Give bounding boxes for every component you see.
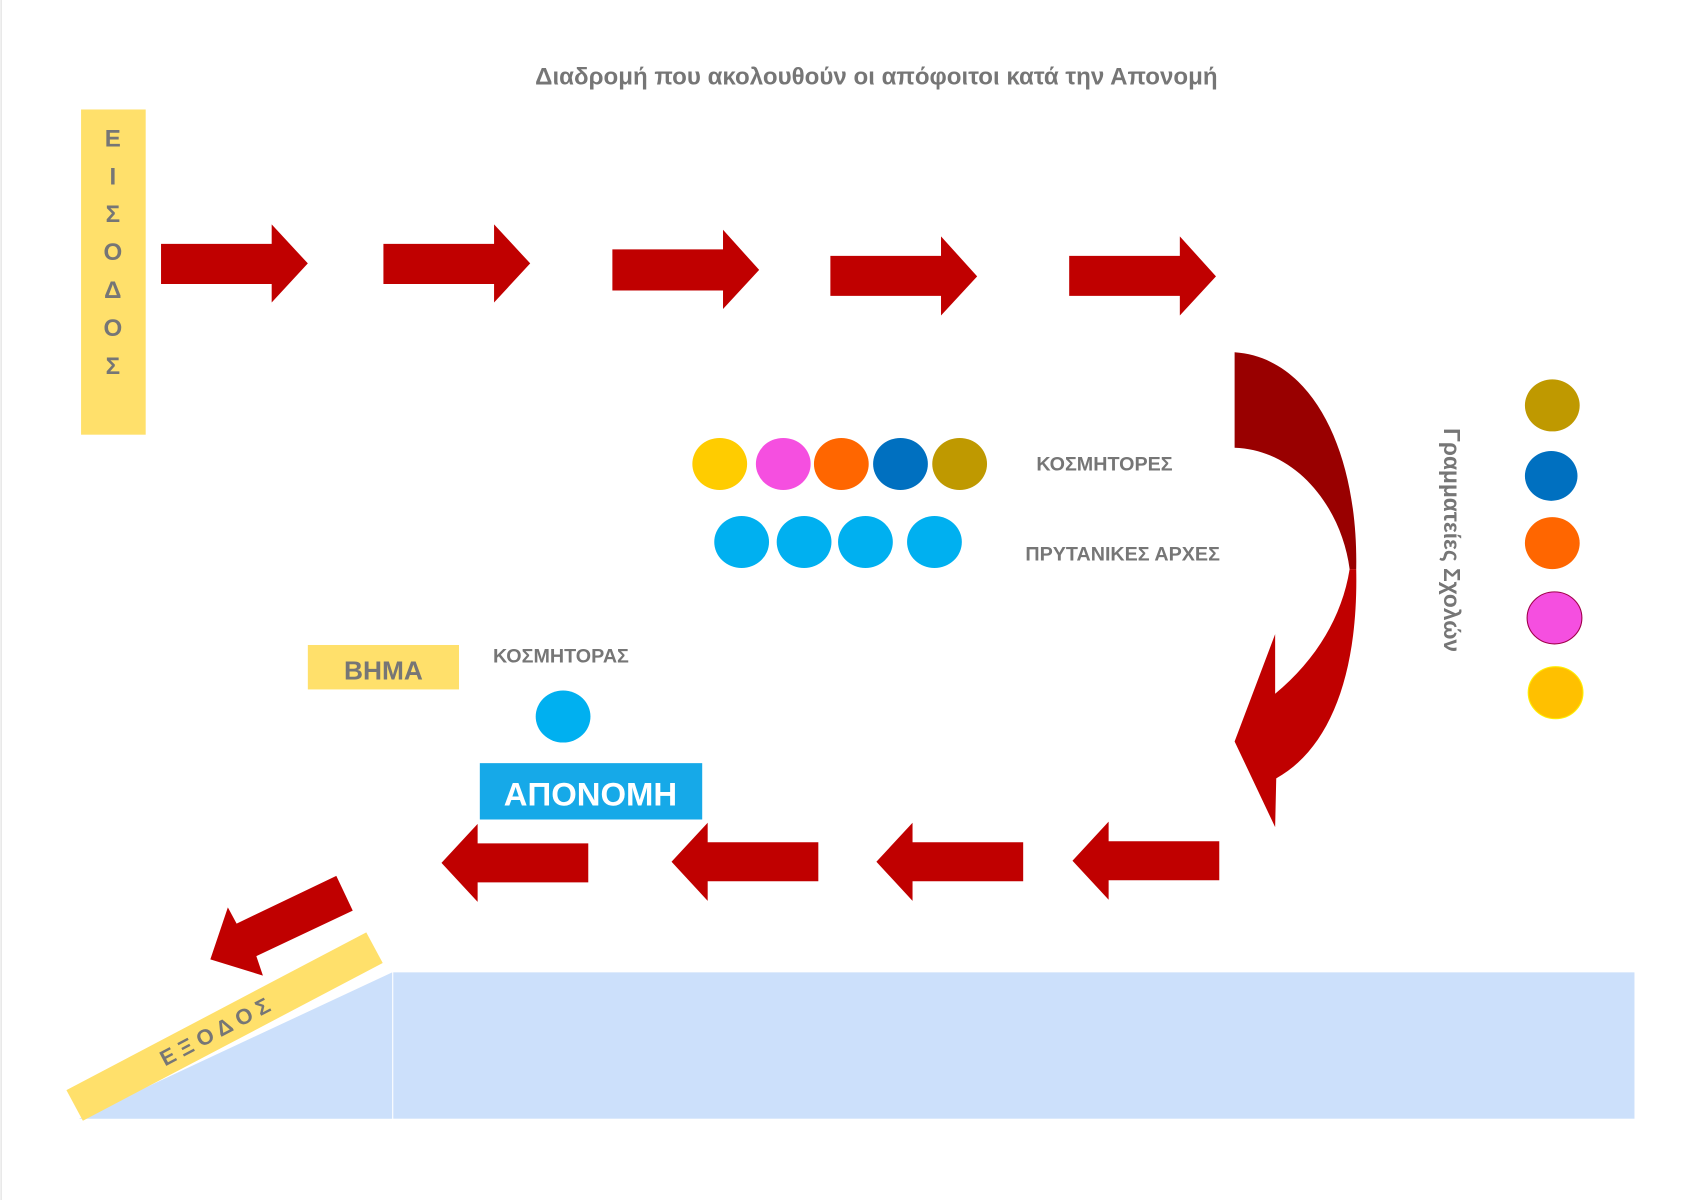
left-arrow-icon	[876, 822, 1024, 901]
entrance-letter: Σ	[106, 201, 120, 228]
stage-box	[307, 644, 460, 690]
dean-dot	[932, 437, 988, 490]
award-label: ΑΠΟΝΟΜΗ	[504, 776, 677, 813]
entrance-label: Ε Ι Σ Ο Δ Ο Σ	[81, 109, 146, 435]
hall-floor	[393, 972, 1635, 1119]
dean-dot	[813, 437, 869, 490]
right-arrow-icon	[612, 229, 760, 309]
entrance-letter: Ο	[103, 315, 122, 342]
dean-dot	[755, 437, 811, 490]
right-arrow-icon	[1069, 236, 1216, 316]
dean-dot	[873, 437, 928, 490]
right-arrow-icon	[830, 236, 978, 316]
secretariat-dot	[1524, 450, 1578, 501]
rectors-label: ΠΡΥΤΑΝΙΚΕΣ ΑΡΧΕΣ	[1025, 544, 1220, 566]
dean-dot	[692, 437, 748, 490]
left-arrow-icon	[441, 823, 589, 902]
rector-dot	[907, 515, 962, 569]
dean-dot	[535, 690, 591, 743]
rector-dot	[838, 515, 893, 569]
rector-dot	[776, 515, 832, 569]
left-arrow-icon	[1072, 821, 1220, 900]
entrance-letter: Ε	[105, 125, 121, 152]
stage-label: ΒΗΜΑ	[344, 656, 423, 686]
entrance-letter: Δ	[104, 277, 121, 304]
secretariat-dot	[1526, 591, 1583, 645]
curved-arrow-icon	[1234, 352, 1357, 828]
award-box	[479, 763, 703, 820]
secretariat-dot	[1527, 666, 1584, 720]
right-arrow-icon	[383, 224, 531, 303]
secretariat-dot	[1524, 517, 1580, 570]
entrance-letter: Σ	[106, 353, 120, 380]
dean-label: ΚΟΣΜΗΤΟΡΑΣ	[493, 645, 629, 667]
secretariats-label: Γραμματείες Σχολών	[1439, 428, 1465, 652]
deans-label: ΚΟΣΜΗΤΟΡΕΣ	[1036, 454, 1173, 476]
entrance-letter: Ο	[103, 239, 122, 266]
diagonal-arrow-icon	[210, 875, 353, 976]
right-arrow-icon	[161, 224, 308, 303]
title: Διαδρομή που ακολουθούν οι απόφοιτοι κατ…	[535, 64, 1217, 91]
secretariat-dot	[1524, 379, 1580, 432]
rector-dot	[714, 515, 770, 569]
left-arrow-icon	[671, 822, 819, 901]
entrance-letter: Ι	[109, 163, 116, 190]
